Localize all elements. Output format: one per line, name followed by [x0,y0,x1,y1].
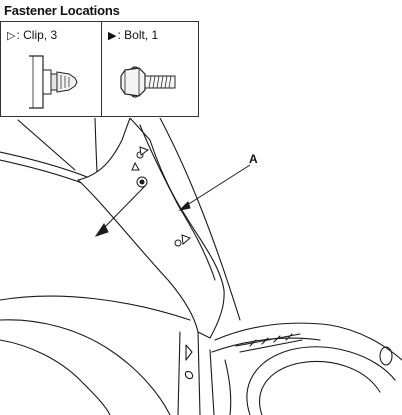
callout-label-a: A [249,152,258,166]
legend-bolt: ▶: Bolt, 1 [102,22,198,116]
bolt-text: : Bolt, 1 [117,28,159,42]
page-title: Fastener Locations [4,3,120,18]
bolt-fastener-icon [120,66,176,98]
solid-triangle-icon: ▶ [108,30,117,42]
pillar-trim-diagram [0,118,402,415]
legend-bolt-label: ▶: Bolt, 1 [108,28,158,42]
fastener-legend: ▷: Clip, 3 ▶: Bolt, 1 [0,21,199,117]
hollow-triangle-icon: ▷ [7,30,16,42]
legend-clip-label: ▷: Clip, 3 [7,28,57,42]
legend-clip: ▷: Clip, 3 [1,22,102,116]
clip-fastener-icon [29,55,78,109]
clip-text: : Clip, 3 [16,28,58,42]
